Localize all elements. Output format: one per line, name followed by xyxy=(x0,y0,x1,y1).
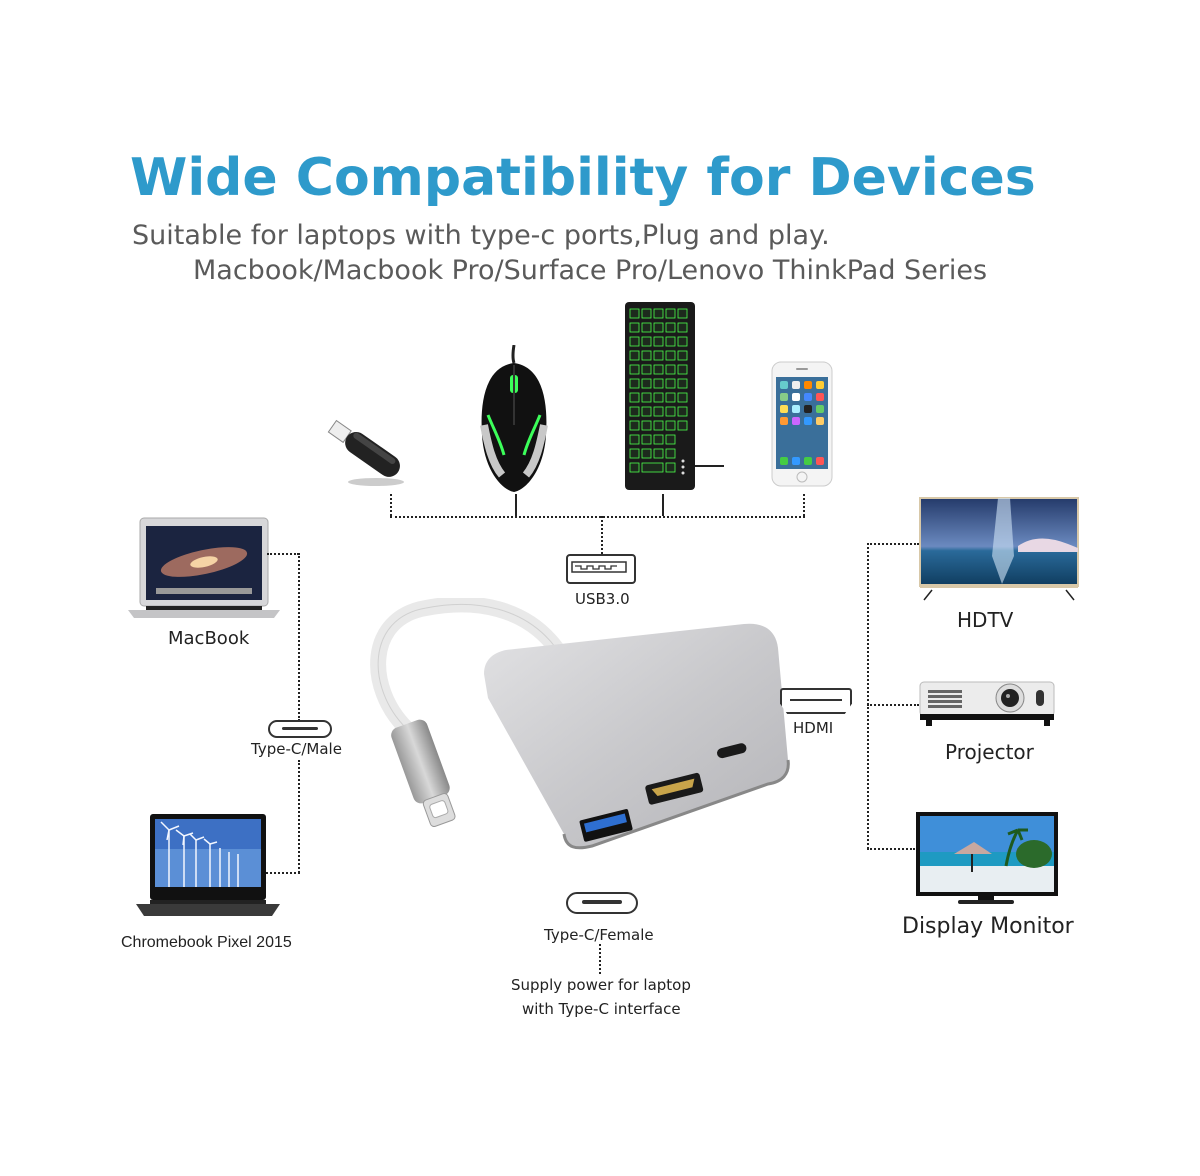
phone-icon xyxy=(771,361,833,487)
connector-line xyxy=(390,494,392,516)
usb-port-label: USB3.0 xyxy=(575,590,630,608)
connector-line xyxy=(867,848,915,850)
subtitle-line-2: Macbook/Macbook Pro/Surface Pro/Lenovo T… xyxy=(193,255,988,286)
display-monitor-label: Display Monitor xyxy=(902,914,1074,939)
connector-line xyxy=(298,760,300,873)
page-title: Wide Compatibility for Devices xyxy=(130,148,1036,208)
display-monitor-image xyxy=(914,810,1060,906)
type-c-male-port-icon xyxy=(268,720,332,738)
connector-line xyxy=(515,494,517,516)
power-note-line-2: with Type-C interface xyxy=(522,1000,681,1018)
type-c-female-port-icon xyxy=(566,892,638,914)
connector-line xyxy=(266,872,300,874)
chromebook-label: Chromebook Pixel 2015 xyxy=(121,934,292,951)
connector-line xyxy=(662,494,664,516)
projector-image xyxy=(918,676,1058,728)
projector-label: Projector xyxy=(945,740,1034,764)
connector-line xyxy=(267,553,299,555)
connector-line xyxy=(867,543,869,849)
connector-line xyxy=(867,704,919,706)
usb-port-icon xyxy=(566,554,636,584)
power-note-line-1: Supply power for laptop xyxy=(511,976,691,994)
macbook-image xyxy=(126,516,282,620)
hdtv-image xyxy=(918,496,1080,602)
usb-c-hub-adapter xyxy=(356,596,792,860)
mouse-icon xyxy=(474,344,554,493)
macbook-label: MacBook xyxy=(168,628,250,649)
connector-line xyxy=(867,543,919,545)
keyboard-icon xyxy=(624,301,724,491)
hdmi-port-label: HDMI xyxy=(793,719,834,737)
connector-line xyxy=(599,944,601,974)
connector-line xyxy=(601,516,603,554)
connector-line xyxy=(390,516,805,518)
type-c-female-label: Type-C/Female xyxy=(544,926,654,944)
type-c-male-label: Type-C/Male xyxy=(251,740,342,758)
usb-stick-icon xyxy=(316,410,406,490)
subtitle-line-1: Suitable for laptops with type-c ports,P… xyxy=(132,220,830,251)
connector-line xyxy=(803,494,805,516)
hdtv-label: HDTV xyxy=(957,608,1014,632)
connector-line xyxy=(298,553,300,721)
chromebook-image xyxy=(134,812,282,918)
hdmi-port-icon xyxy=(780,688,852,714)
